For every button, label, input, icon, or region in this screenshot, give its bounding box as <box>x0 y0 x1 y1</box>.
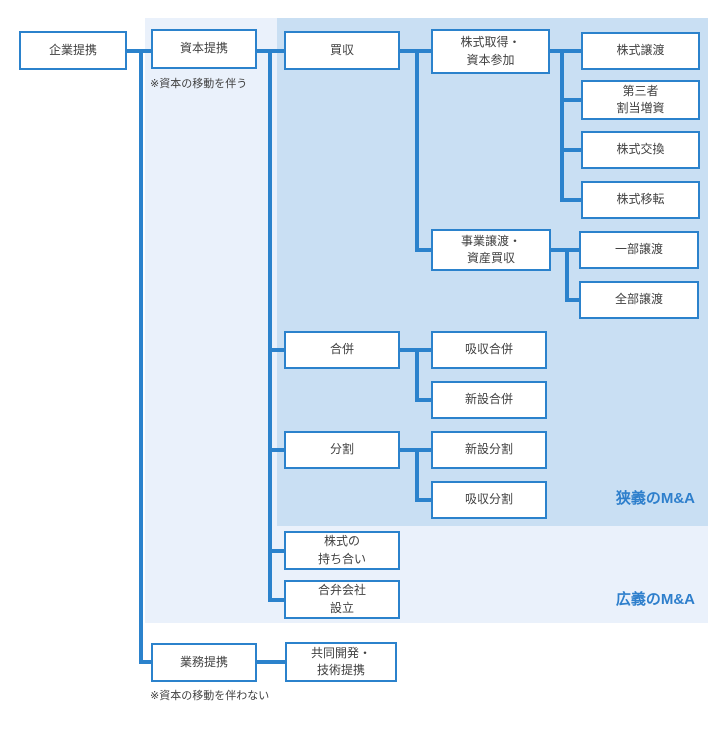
node-joint-venture: 合弁会社 設立 <box>284 580 400 619</box>
node-joint-venture-label: 合弁会社 設立 <box>317 583 366 615</box>
business-alliance-note: ※資本の移動を伴わない <box>150 690 270 702</box>
broad-mna-label: 広義のM&A <box>615 591 695 608</box>
narrow-mna-label: 狭義のM&A <box>615 490 695 507</box>
node-stock-transfer-label: 株式譲渡 <box>616 43 665 58</box>
node-stock-relocation-label: 株式移転 <box>616 192 665 207</box>
connector-trunk-capital <box>268 49 272 602</box>
node-acquisition: 買収 <box>284 31 400 70</box>
connector-business-branch <box>139 660 151 664</box>
node-merger-label: 合併 <box>329 342 354 357</box>
connector-trunk-biztransfer <box>565 248 569 302</box>
connector-trunk-acquisition <box>415 49 419 252</box>
connector-trunk-split <box>415 448 419 502</box>
node-absorption-split-label: 吸収分割 <box>464 492 513 507</box>
node-capital-alliance-label: 資本提携 <box>179 41 228 56</box>
node-full-transfer-label: 全部譲渡 <box>614 292 663 307</box>
node-corporate-alliance-label: 企業提携 <box>48 42 97 57</box>
node-third-party-allotment: 第三者 割当増資 <box>581 80 700 120</box>
node-consolidation-merger: 新設合併 <box>431 381 547 419</box>
node-absorption-split: 吸収分割 <box>431 481 547 519</box>
node-partial-transfer: 一部譲渡 <box>579 231 699 269</box>
node-business-transfer: 事業譲渡・ 資産買収 <box>431 229 551 271</box>
node-joint-development: 共同開発・ 技術提携 <box>285 642 397 682</box>
node-corporate-alliance: 企業提携 <box>19 31 127 70</box>
node-business-transfer-label: 事業譲渡・ 資産買収 <box>460 233 521 265</box>
node-capital-alliance: 資本提携 <box>151 29 257 69</box>
connector-exchange-branch <box>560 148 581 152</box>
connector-business-jointdev <box>257 660 285 664</box>
node-split: 分割 <box>284 431 400 469</box>
connector-trunk-stockacq <box>560 49 564 202</box>
node-stock-relocation: 株式移転 <box>581 181 700 219</box>
node-stock-exchange: 株式交換 <box>581 131 700 169</box>
node-joint-development-label: 共同開発・ 技術提携 <box>310 645 371 677</box>
node-split-label: 分割 <box>329 442 354 457</box>
node-stock-transfer: 株式譲渡 <box>581 32 700 70</box>
connector-trunk-merger <box>415 348 419 402</box>
node-partial-transfer-label: 一部譲渡 <box>614 242 663 257</box>
node-stock-acquisition-label: 株式取得・ 資本参加 <box>460 35 521 67</box>
connector-crossshare-branch <box>268 549 284 553</box>
node-stock-exchange-label: 株式交換 <box>616 142 665 157</box>
node-absorption-merger-label: 吸収合併 <box>464 342 513 357</box>
node-consolidation-merger-label: 新設合併 <box>464 392 513 407</box>
connector-allotment-branch <box>560 98 581 102</box>
node-acquisition-label: 買収 <box>329 42 354 57</box>
connector-merger-branch <box>268 348 284 352</box>
connector-stockacq-stocktransfer <box>550 49 581 53</box>
node-absorption-merger: 吸収合併 <box>431 331 547 369</box>
node-business-alliance: 業務提携 <box>151 643 257 682</box>
node-business-alliance-label: 業務提携 <box>179 654 228 669</box>
node-cross-shareholding: 株式の 持ち合い <box>284 531 400 570</box>
connector-absorptionsplit-branch <box>415 498 431 502</box>
node-merger: 合併 <box>284 331 400 369</box>
connector-full-branch <box>565 298 579 302</box>
node-stock-acquisition: 株式取得・ 資本参加 <box>431 29 550 74</box>
connector-relocation-branch <box>560 198 581 202</box>
node-full-transfer: 全部譲渡 <box>579 281 699 319</box>
capital-alliance-note: ※資本の移動を伴う <box>150 78 248 90</box>
connector-split-branch <box>268 448 284 452</box>
node-cross-shareholding-label: 株式の 持ち合い <box>317 534 366 566</box>
connector-jointventure-branch <box>268 598 284 602</box>
node-third-party-allotment-label: 第三者 割当増資 <box>616 83 665 115</box>
node-incorporation-split-label: 新設分割 <box>464 442 513 457</box>
connector-consolidation-branch <box>415 398 431 402</box>
connector-trunk-root <box>139 49 143 664</box>
node-incorporation-split: 新設分割 <box>431 431 547 469</box>
connector-biztransfer-branch <box>415 248 431 252</box>
